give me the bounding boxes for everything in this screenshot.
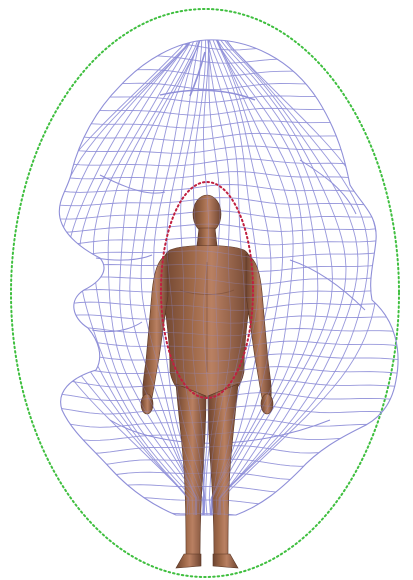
figure-left-foot — [176, 554, 201, 568]
figure-head — [193, 195, 221, 233]
figure-neck — [197, 228, 217, 246]
figure-right-foot — [213, 554, 238, 568]
